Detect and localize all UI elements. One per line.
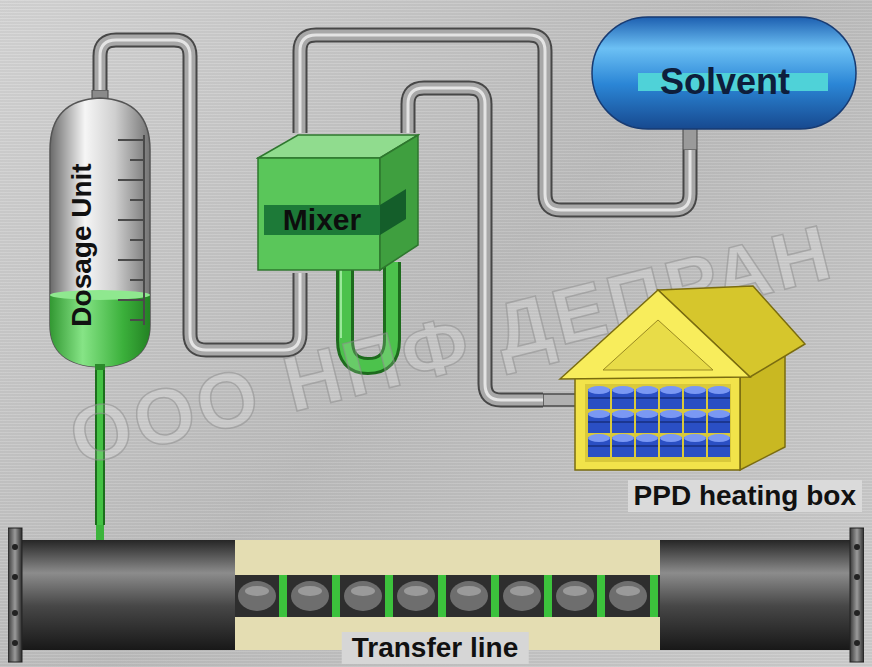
- barrels: [587, 386, 731, 458]
- house-interior: [585, 384, 731, 462]
- pipe-stub: [543, 394, 577, 406]
- tank-body: [592, 17, 856, 129]
- left-flange: [8, 528, 22, 662]
- tank-liquid: [42, 295, 158, 370]
- dosage-unit: Dosage Unit: [42, 90, 158, 370]
- house-front: [575, 374, 740, 470]
- dosage-tank: [42, 90, 158, 370]
- transfer-line: Transfer line: [8, 525, 864, 667]
- flange-bolts: [12, 544, 860, 646]
- liquid-surface: [50, 290, 150, 300]
- dosing-inlet: [96, 525, 104, 541]
- mixer-band-side: [380, 189, 406, 235]
- node-label: Mixer: [283, 203, 361, 238]
- right-flange: [850, 528, 864, 662]
- node-label: PPD heating box: [628, 480, 862, 512]
- solvent-tank: Solvent: [590, 15, 860, 150]
- node-label: Dosage Unit: [66, 163, 98, 326]
- mixer-front: [258, 158, 380, 270]
- node-label: Solvent: [660, 61, 790, 102]
- ppd-heating-box: PPD heating box: [543, 282, 862, 514]
- roof-gable: [603, 320, 713, 370]
- graduation-marks: [118, 135, 144, 325]
- mixer-side: [380, 135, 418, 270]
- node-label: Transfer line: [342, 632, 529, 664]
- roof-front: [560, 290, 750, 379]
- pipe-flow: [235, 575, 660, 617]
- tank-outlet: [95, 364, 105, 370]
- mixer: Mixer: [256, 133, 420, 273]
